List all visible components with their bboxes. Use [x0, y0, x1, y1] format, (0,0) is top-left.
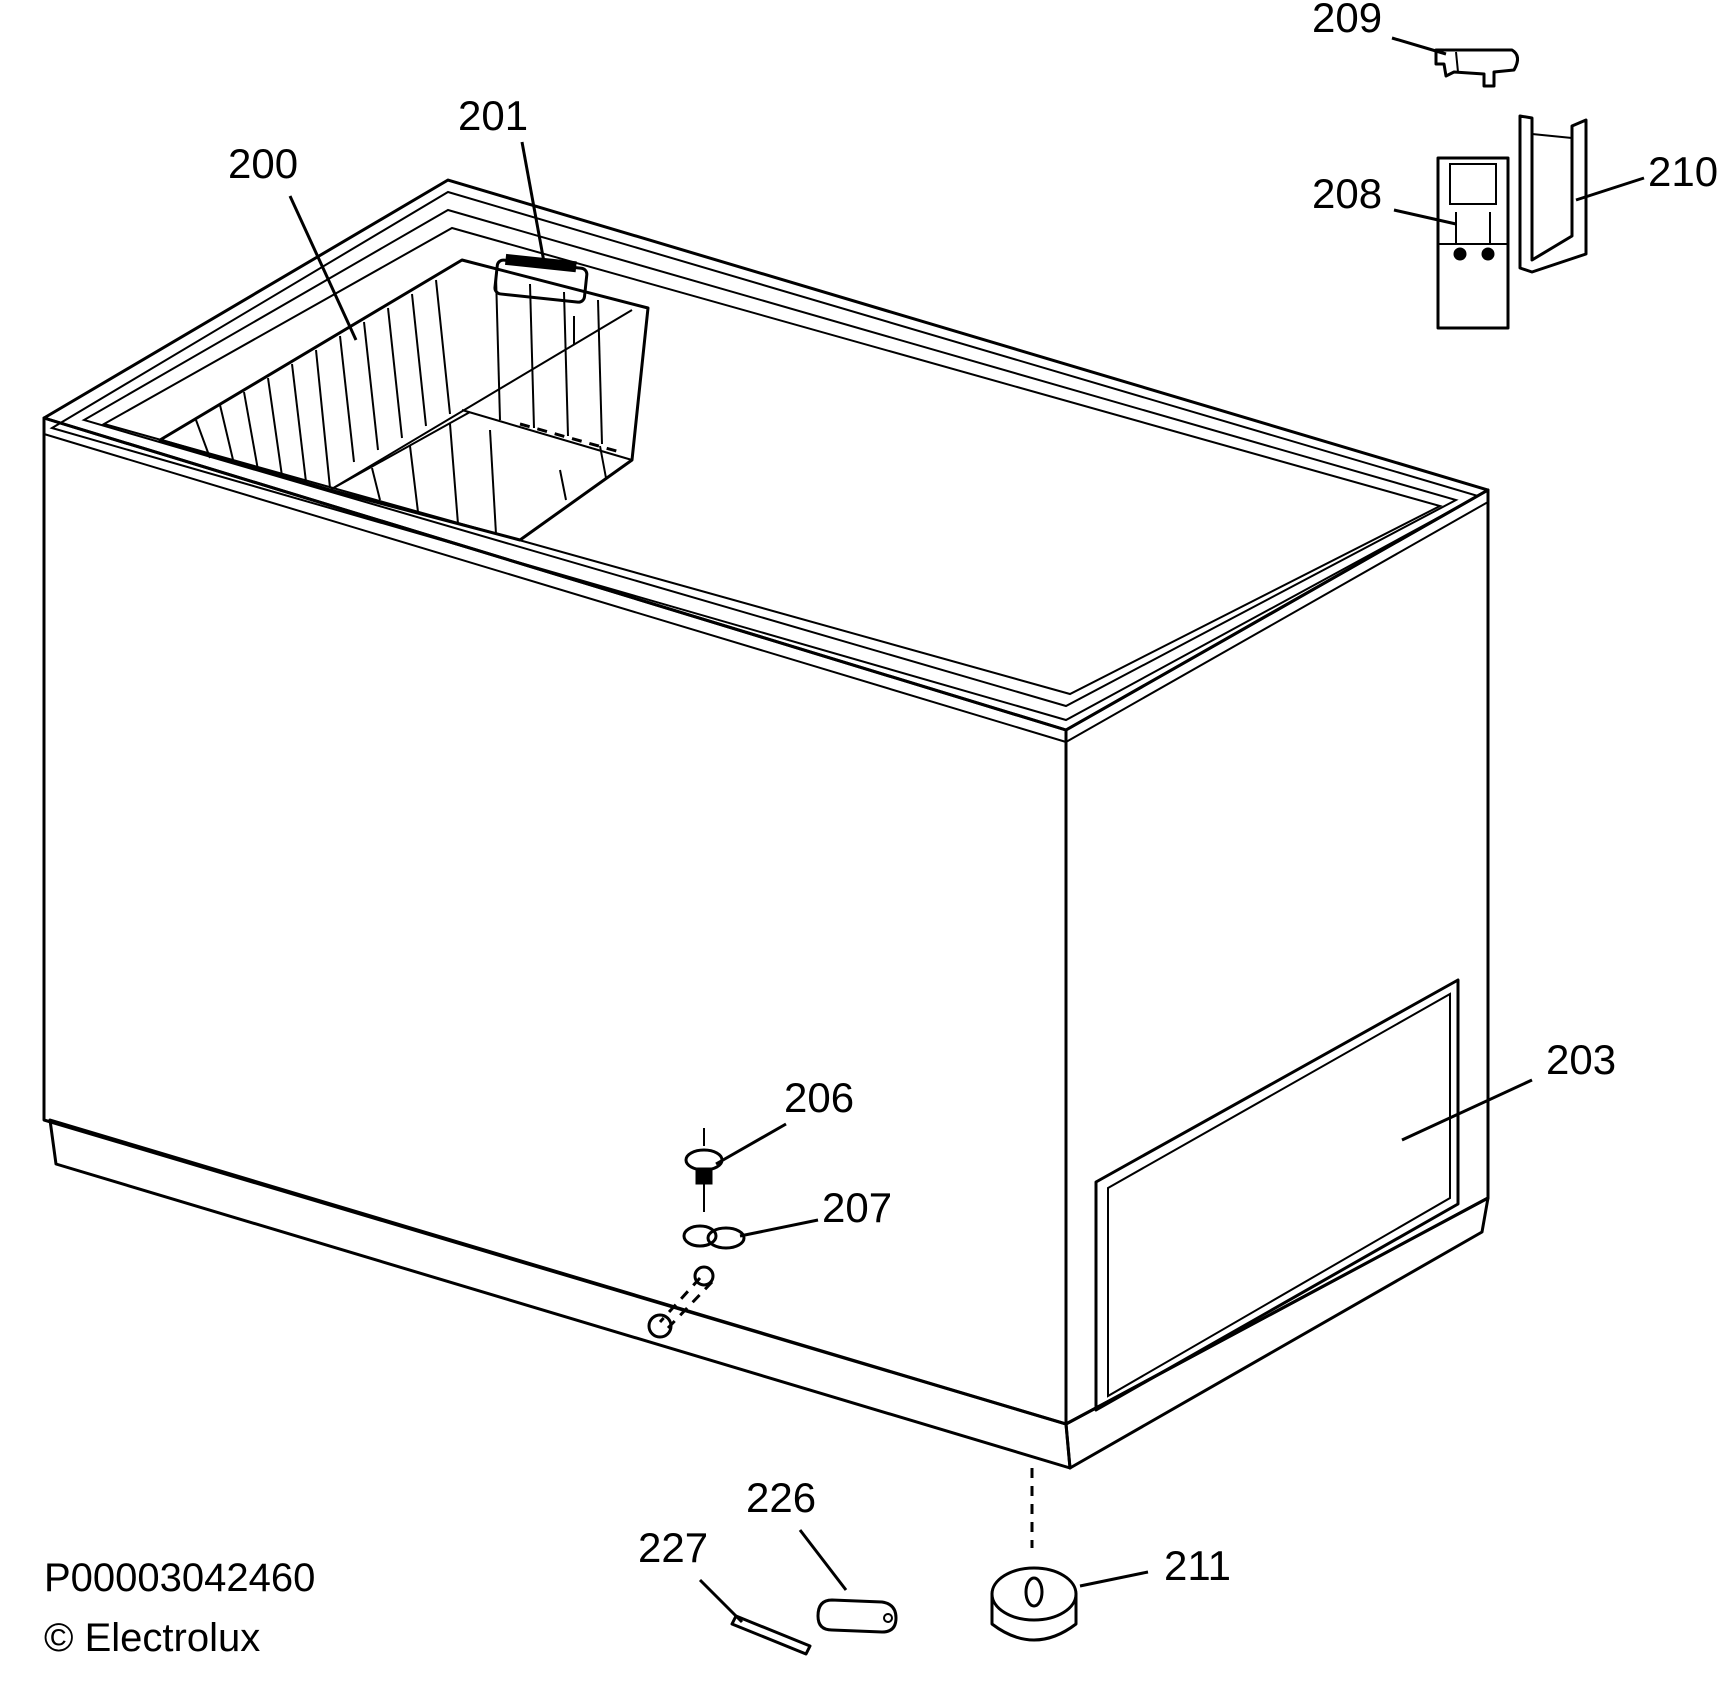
- part-code: P00003042460: [44, 1556, 316, 1600]
- leader-227: [698, 1578, 744, 1624]
- callout-206: 206: [784, 1074, 854, 1121]
- callout-211: 211: [1164, 1542, 1231, 1589]
- leader-210: [1575, 176, 1645, 202]
- callout-203: 203: [1546, 1036, 1616, 1083]
- foot: [990, 1468, 1078, 1642]
- callout-200: 200: [228, 140, 298, 187]
- callout-210: 210: [1648, 148, 1718, 195]
- pin: [730, 1614, 812, 1656]
- callout-227: 227: [638, 1524, 708, 1571]
- callout-207: 207: [822, 1184, 892, 1231]
- freezer-cabinet: [42, 178, 1490, 1470]
- callout-209: 209: [1312, 0, 1382, 41]
- leader-226: [798, 1529, 848, 1591]
- leader-211: [1079, 1570, 1149, 1588]
- leader-206: [715, 1122, 787, 1166]
- compressor-cover: [1094, 978, 1460, 1412]
- lock-assembly: [647, 1128, 746, 1339]
- basket: [158, 253, 650, 542]
- leader-201: [520, 141, 546, 263]
- callout-201: 201: [458, 92, 528, 139]
- leader-207: [739, 1218, 819, 1238]
- hinge-assembly: [1434, 48, 1588, 330]
- leader-200: [288, 195, 358, 341]
- callout-208: 208: [1312, 170, 1382, 217]
- leader-209: [1391, 36, 1447, 56]
- leader-208: [1393, 208, 1457, 226]
- callout-226: 226: [746, 1474, 816, 1521]
- leader-lines: [288, 36, 1645, 1624]
- callout-labels: 200 201 203 206 207 208 209 210 211 226 …: [228, 0, 1718, 1589]
- leader-203: [1401, 1078, 1533, 1142]
- copyright-notice: © Electrolux: [44, 1616, 261, 1660]
- bulb-holder: [816, 1598, 898, 1634]
